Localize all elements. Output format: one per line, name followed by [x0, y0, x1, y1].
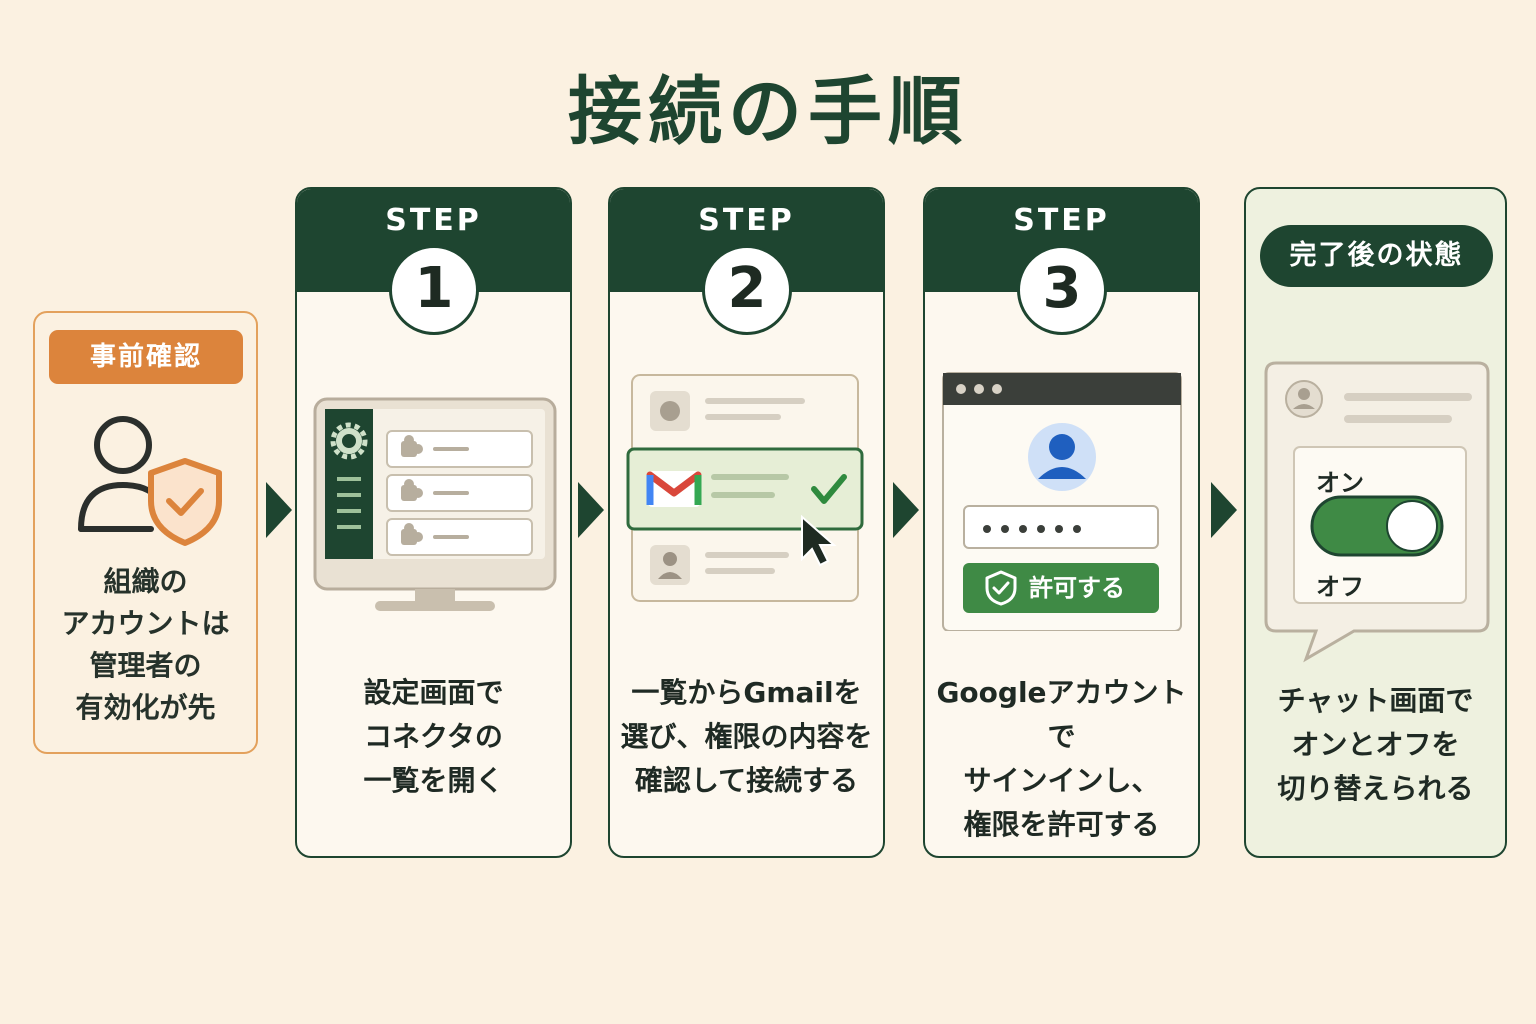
chat-toggle-illustration: [1262, 359, 1492, 668]
user-icon: [1028, 423, 1096, 491]
allow-button-label: 許可する: [1029, 574, 1125, 602]
check-icon: [811, 474, 847, 504]
step-3-card: STEP 3 許可する Googleアカウントで サインインし、: [923, 187, 1200, 858]
cursor-icon: [801, 514, 837, 567]
puzzle-icon: [401, 435, 423, 545]
prerequisite-card: 事前確認 組織の アカウントは 管理者の 有効化が先: [33, 311, 258, 754]
step-text: 設定画面で コネクタの 一覧を開く: [363, 676, 504, 797]
step-text: 一覧からGmailを 選び、権限の内容を 確認して接続する: [620, 676, 873, 797]
step-text: Googleアカウントで サインインし、 権限を許可する: [936, 676, 1187, 841]
arrow-right-icon: [893, 482, 919, 542]
page-title: 接続の手順: [568, 69, 968, 155]
result-card: 完了後の状態 オン オフ チャット画面で オンとオフを 切り替えられる: [1244, 187, 1507, 858]
prerequisite-text: 組織の アカウントは 管理者の 有効化が先: [61, 565, 230, 724]
toggle-on-label: オン: [1316, 469, 1364, 497]
step-number: 2: [702, 245, 792, 335]
arrow-right-icon: [578, 482, 604, 542]
allow-button[interactable]: 許可する: [963, 563, 1159, 613]
gear-icon: [330, 422, 368, 460]
step-number: 1: [389, 245, 479, 335]
step-number: 3: [1017, 245, 1107, 335]
shield-check-icon: [985, 570, 1017, 606]
arrow-right-icon: [266, 482, 292, 542]
step-2-card: STEP 2 一覧からGmailを 選び、権限の内: [608, 187, 885, 858]
user-shield-icon: [73, 413, 223, 557]
result-text: チャット画面で オンとオフを 切り替えられる: [1277, 684, 1474, 805]
step-label: STEP: [698, 203, 795, 238]
toggle-icon: [1310, 495, 1444, 557]
prerequisite-badge: 事前確認: [49, 330, 243, 384]
result-badge: 完了後の状態: [1260, 225, 1493, 287]
toggle-off-label: オフ: [1316, 573, 1364, 601]
arrow-right-icon: [1211, 482, 1237, 542]
step-label: STEP: [1013, 203, 1110, 238]
password-field[interactable]: [963, 505, 1159, 549]
monitor-illustration: [297, 369, 570, 623]
step-label: STEP: [385, 203, 482, 238]
gmail-icon: [646, 471, 702, 507]
connector-list-illustration: [610, 369, 883, 623]
step-1-card: STEP 1: [295, 187, 572, 858]
